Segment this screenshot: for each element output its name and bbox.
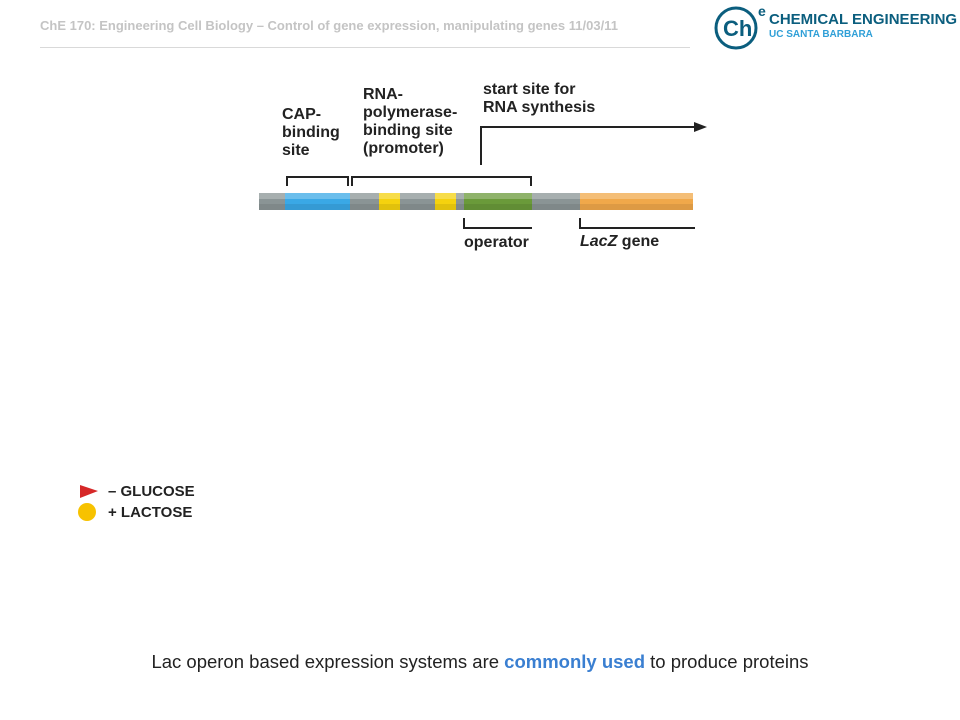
caption-highlight: commonly used [504,651,646,672]
slide-header: ChE 170: Engineering Cell Biology – Cont… [40,18,618,33]
dna-highlight [259,193,693,199]
legend-lactose: + LACTOSE [108,504,193,521]
lacz-name: LacZ [580,233,618,250]
logo-mark-text: Ch [723,16,752,41]
caption-after: to produce proteins [645,651,809,672]
operator-label: operator [464,234,529,251]
start-site-arrowhead [694,122,707,132]
cap-binding-segment [285,193,350,210]
cap-bracket [286,176,349,186]
logo-superscript: e [758,3,766,19]
dna-strand [259,193,693,210]
cap-binding-label: CAP- binding site [282,106,340,159]
che-logo: Ch e CHEMICAL ENGINEERING UC SANTA BARBA… [712,2,957,52]
che-logo-mark: Ch e [714,3,766,50]
lacz-gene-label: LacZ gene [580,233,659,251]
operator-bracket [463,218,532,229]
glucose-triangle-icon [80,485,98,498]
rnap-binding-label: RNA- polymerase- binding site (promoter) [363,86,458,157]
lacz-bracket [579,218,695,229]
start-site-label: start site for RNA synthesis [483,81,596,116]
logo-line2: UC SANTA BARBARA [769,29,873,40]
lacz-gene-word: gene [617,233,660,250]
start-site-arrow-line [480,126,700,165]
slide-caption: Lac operon based expression systems are … [0,651,960,673]
dna-shade [259,204,693,210]
header-divider [40,47,690,48]
logo-line1: CHEMICAL ENGINEERING [769,11,958,28]
legend-glucose: – GLUCOSE [108,483,195,500]
promoter-bracket [351,176,532,186]
caption-before: Lac operon based expression systems are [151,651,505,672]
lactose-circle-icon [78,503,96,521]
operator-segment [464,193,532,210]
promoter-box-1 [379,193,400,210]
lacz-segment [580,193,693,210]
promoter-box-2 [435,193,456,210]
